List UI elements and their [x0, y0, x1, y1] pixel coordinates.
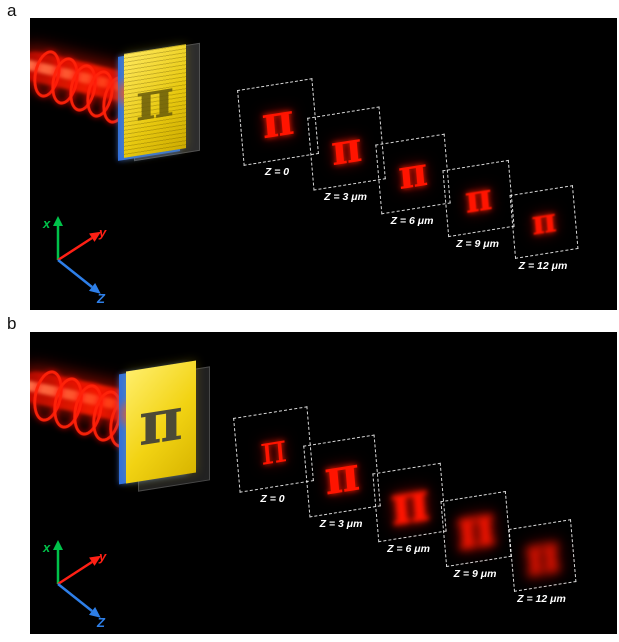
plate-pi-symbol: π	[139, 383, 183, 461]
plane-z-label: Z = 9 μm	[453, 568, 497, 580]
plane-z-label: Z = 6 μm	[390, 215, 434, 227]
metasurface-plate: π	[124, 44, 186, 158]
image-plane-z6: π	[375, 133, 451, 215]
axis-y-arrowhead	[89, 231, 102, 242]
image-plane-z12: π	[509, 185, 579, 259]
axis-x-arrowhead	[53, 540, 63, 550]
panel-label-b: b	[7, 314, 17, 333]
image-plane-z9: π	[442, 159, 515, 238]
plane-z-label: Z = 9 μm	[456, 238, 499, 250]
plane-z-label: Z = 12 μm	[518, 260, 568, 272]
plate-pi-symbol: π	[135, 66, 175, 135]
coordinate-axes: x y Z	[42, 540, 107, 629]
coordinate-axes: x y Z	[42, 216, 107, 305]
axis-z-arrow	[57, 259, 93, 288]
image-plane-z0: π	[233, 406, 314, 493]
axis-z-label: Z	[96, 291, 106, 305]
metasurface-plate: π	[126, 360, 196, 484]
plane-pi-pattern: π	[454, 493, 498, 564]
plane-z-label: Z = 3 μm	[319, 518, 363, 530]
plane-z-label: Z = 0	[260, 493, 285, 505]
image-plane-z9: π	[440, 490, 512, 568]
image-plane-z12: π	[508, 519, 577, 592]
plane-pi-pattern: π	[522, 521, 563, 589]
image-plane-z3: π	[307, 106, 386, 191]
plane-pi-pattern: π	[396, 147, 430, 200]
axis-z-arrow	[57, 583, 93, 612]
axis-x-label: x	[42, 540, 51, 555]
image-plane-z6: π	[372, 462, 447, 543]
plane-z-label: Z = 12 μm	[517, 593, 566, 605]
plane-z-label: Z = 3 μm	[324, 191, 367, 203]
plane-pi-pattern: π	[387, 467, 432, 538]
axis-y-label: y	[98, 225, 107, 240]
plane-pi-pattern: π	[463, 173, 494, 223]
plane-pi-pattern: π	[329, 121, 364, 175]
plane-pi-pattern: π	[322, 445, 362, 507]
axis-y-arrow	[57, 560, 93, 586]
panel-label-a: a	[7, 1, 17, 20]
panel-a: π π π π π π Z = 0 Z = 3 μm Z = 6 μm Z = …	[30, 18, 617, 310]
axis-y-label: y	[98, 549, 107, 564]
image-plane-z3: π	[303, 434, 381, 518]
plane-pi-pattern: π	[259, 93, 297, 150]
plane-pi-pattern: π	[258, 424, 289, 475]
axis-y-arrowhead	[89, 555, 102, 566]
axis-x-label: x	[42, 216, 51, 231]
axis-y-arrow	[57, 236, 93, 262]
plane-z-label: Z = 6 μm	[387, 543, 430, 555]
plane-z-label: Z = 0	[264, 166, 290, 178]
plane-pi-pattern: π	[529, 200, 559, 244]
axis-x-arrowhead	[53, 216, 63, 226]
panel-b: π π π π π π Z = 0 Z = 3 μm Z = 6 μm Z = …	[30, 332, 617, 634]
axis-z-arrowhead	[88, 606, 101, 618]
axis-z-arrowhead	[88, 282, 101, 294]
axis-z-label: Z	[96, 615, 106, 629]
